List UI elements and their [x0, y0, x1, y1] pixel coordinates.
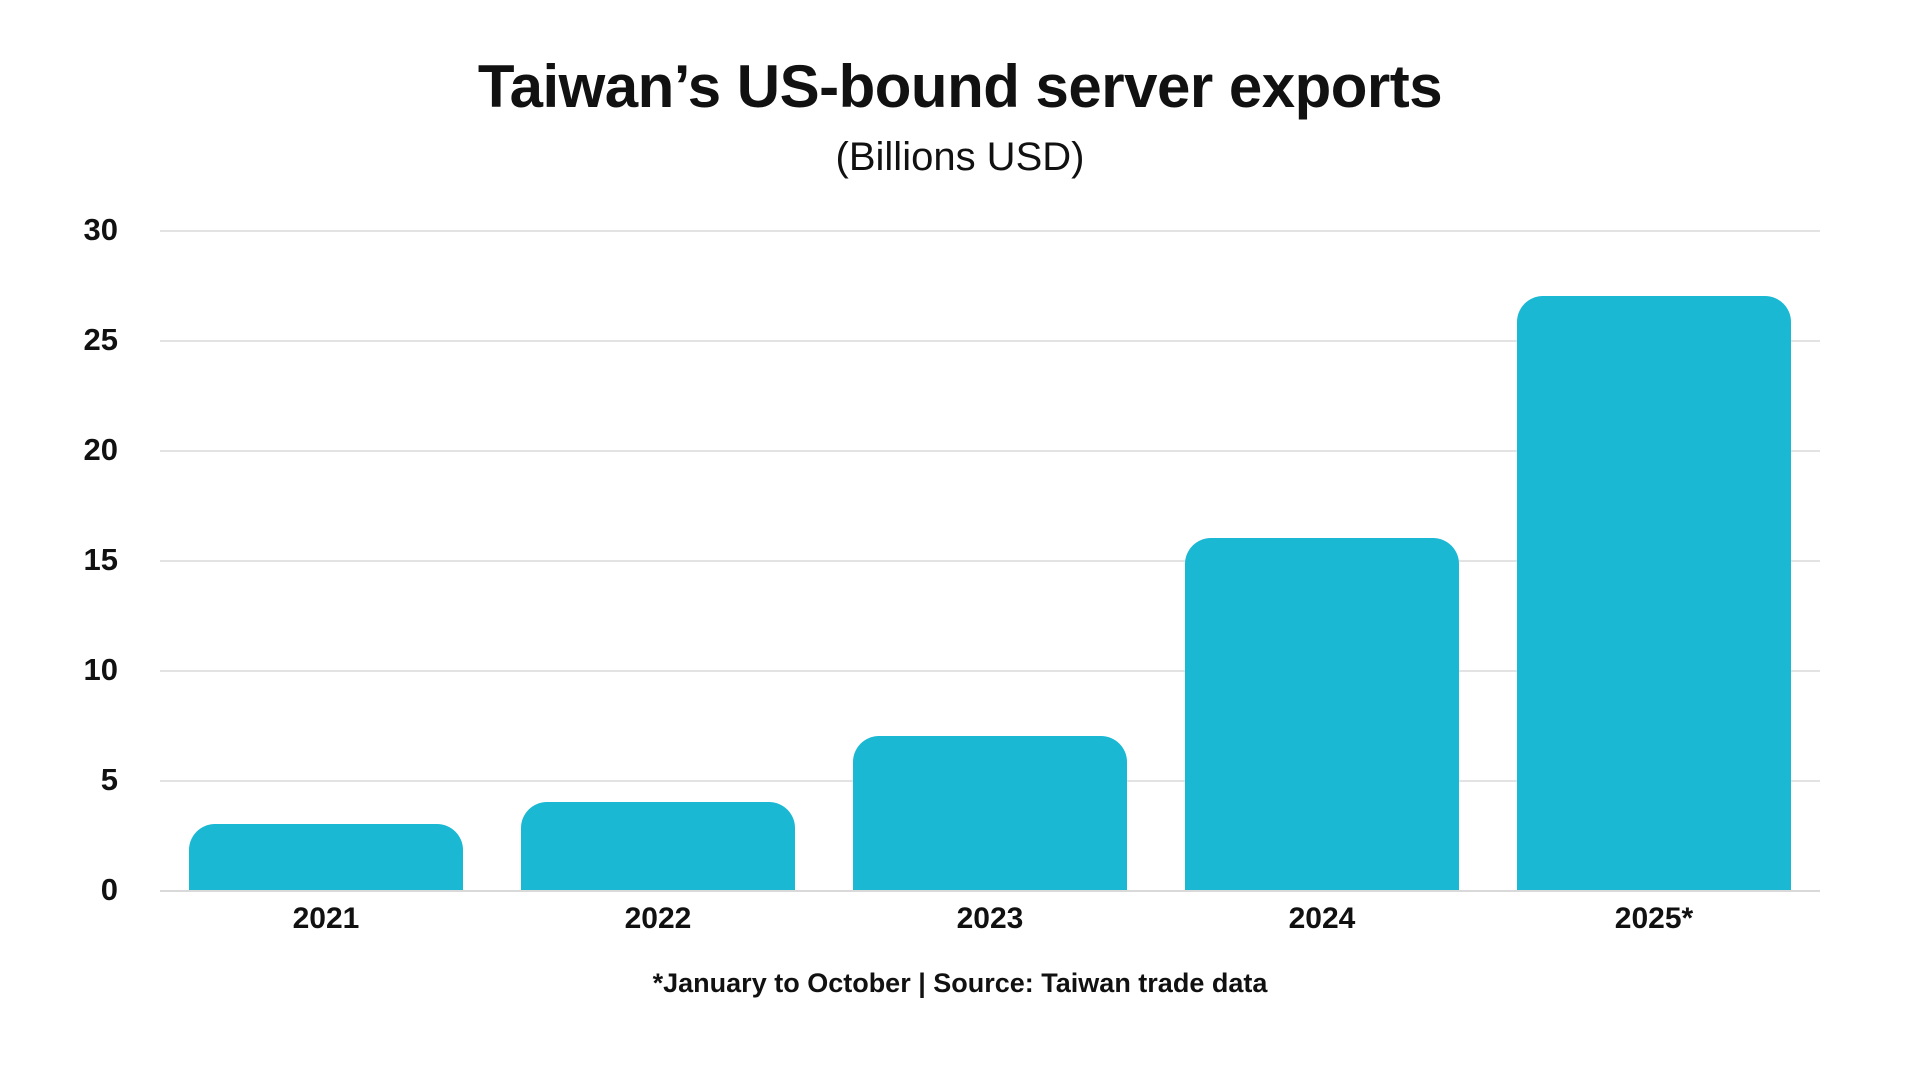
bar-slot — [160, 230, 492, 890]
grid-line — [160, 670, 1820, 672]
bar-slot — [824, 230, 1156, 890]
y-axis-tick-label: 15 — [83, 542, 118, 577]
bar[interactable] — [1517, 296, 1791, 890]
y-axis: 0 5 10 15 20 25 30 — [0, 212, 160, 907]
bar-slot — [492, 230, 824, 890]
y-axis-tick-label: 0 — [100, 872, 118, 907]
y-axis-tick-label: 20 — [83, 432, 118, 467]
bar-series — [160, 230, 1820, 890]
x-axis-tick-label: 2025* — [1614, 902, 1694, 935]
bar-slot — [1488, 230, 1820, 890]
bar[interactable] — [189, 824, 463, 890]
grid-line — [160, 340, 1820, 342]
grid-line — [160, 230, 1820, 232]
x-axis-tick-label: 2024 — [1288, 902, 1356, 935]
axis-baseline — [160, 890, 1820, 892]
bar[interactable] — [1185, 538, 1459, 890]
x-axis-tick-label: 2021 — [292, 902, 360, 935]
x-axis-tick-label: 2022 — [624, 902, 692, 935]
chart-footnote: *January to October | Source: Taiwan tra… — [652, 968, 1268, 998]
grid-line — [160, 560, 1820, 562]
y-axis-tick-label: 30 — [83, 212, 118, 247]
y-axis-tick-label: 25 — [83, 322, 118, 357]
chart-title: Taiwan’s US-bound server exports — [477, 53, 1443, 120]
grid-line — [160, 450, 1820, 452]
bar-slot — [1156, 230, 1488, 890]
x-axis-tick-label: 2023 — [956, 902, 1024, 935]
y-axis-tick-label: 5 — [100, 762, 118, 797]
y-axis-tick-label: 10 — [83, 652, 118, 687]
plot-area: 0 5 10 15 20 25 30 — [0, 212, 1920, 950]
title-block: Taiwan’s US-bound server exports (Billio… — [0, 55, 1920, 178]
bar[interactable] — [521, 802, 795, 890]
bar[interactable] — [853, 736, 1127, 890]
x-axis: 2021 2022 2023 2024 2025* — [160, 902, 1820, 936]
chart-subtitle: (Billions USD) — [835, 135, 1085, 179]
